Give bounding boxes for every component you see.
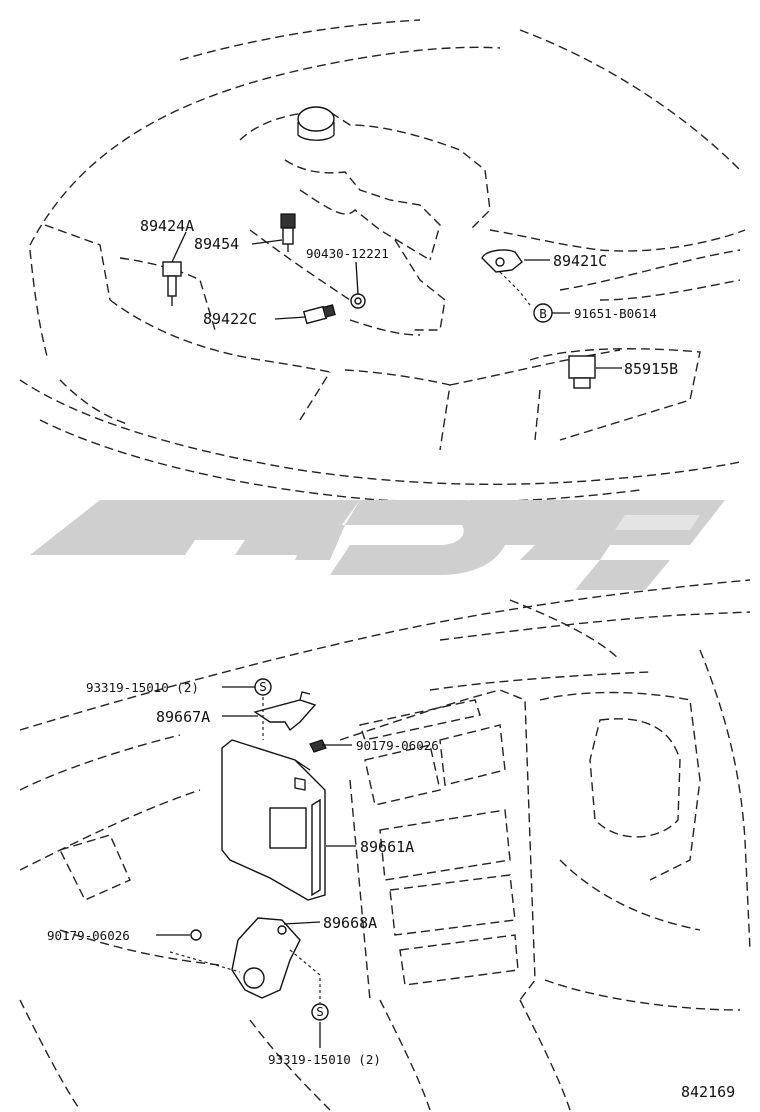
top-part-shapes <box>162 213 596 389</box>
bottom-leader-lines <box>156 686 356 1048</box>
label-89424A: 89424A <box>140 217 194 235</box>
label-89661A: 89661A <box>360 838 414 856</box>
diagram-id: 842169 <box>681 1083 735 1101</box>
marker-s-bottom: S <box>311 1003 329 1021</box>
label-89421C: 89421C <box>553 252 607 270</box>
part-labels: 89424A 89454 90430-12221 89421C 91651-B0… <box>47 217 735 1101</box>
marker-b: B <box>533 303 553 323</box>
label-89422C: 89422C <box>203 310 257 328</box>
label-93319-15010-top: 93319-15010 (2) <box>86 680 199 695</box>
vehicle-front-outline <box>19 19 746 503</box>
label-91651-B0614: 91651-B0614 <box>574 306 657 321</box>
marker-b-label: B <box>539 306 547 321</box>
watermark-logo <box>30 500 725 590</box>
label-90179-06026-bottom: 90179-06026 <box>47 928 130 943</box>
bottom-part-shapes <box>169 691 327 1003</box>
label-89668A: 89668A <box>323 914 377 932</box>
label-89667A: 89667A <box>156 708 210 726</box>
marker-s-top: S <box>254 678 272 696</box>
label-90179-06026-top: 90179-06026 <box>356 738 439 753</box>
label-90430-12221: 90430-12221 <box>306 246 389 261</box>
label-89454: 89454 <box>194 235 239 253</box>
marker-s-bottom-label: S <box>316 1004 324 1019</box>
top-leader-lines <box>171 231 622 369</box>
label-93319-15010-bottom: 93319-15010 (2) <box>268 1052 381 1067</box>
dashboard-outline <box>19 579 751 1111</box>
marker-s-top-label: S <box>259 679 267 694</box>
label-85915B: 85915B <box>624 360 678 378</box>
